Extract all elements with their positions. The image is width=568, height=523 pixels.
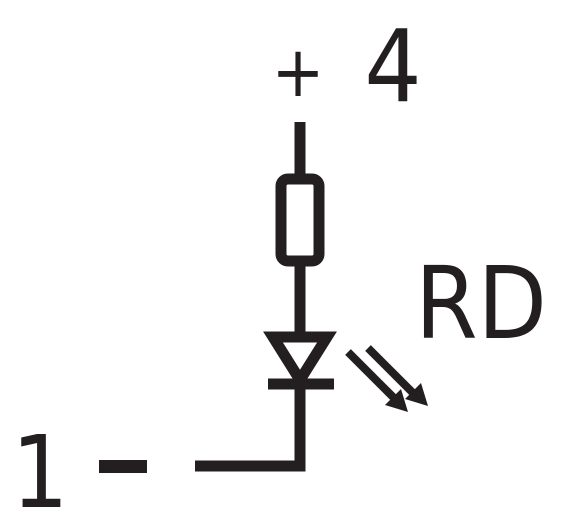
negative-sign (99, 460, 147, 473)
emission-arrow-2-shaft (365, 345, 419, 399)
pin-negative-label: 1 (11, 414, 147, 523)
emission-arrow-1-shaft (345, 349, 401, 405)
pin-positive-label: + 4 (272, 8, 422, 125)
pin-number-4: 4 (364, 8, 421, 125)
diode-triangle (263, 331, 337, 391)
pin-number-1: 1 (11, 414, 68, 523)
light-emission-arrows (345, 345, 428, 412)
positive-sign: + (272, 31, 325, 113)
emission-arrow-1-head-icon (385, 389, 408, 412)
resistor (275, 173, 325, 267)
wire-bottom (195, 384, 306, 472)
led-color-label: RD (415, 245, 547, 362)
emission-arrow-2-head-icon (405, 383, 428, 406)
